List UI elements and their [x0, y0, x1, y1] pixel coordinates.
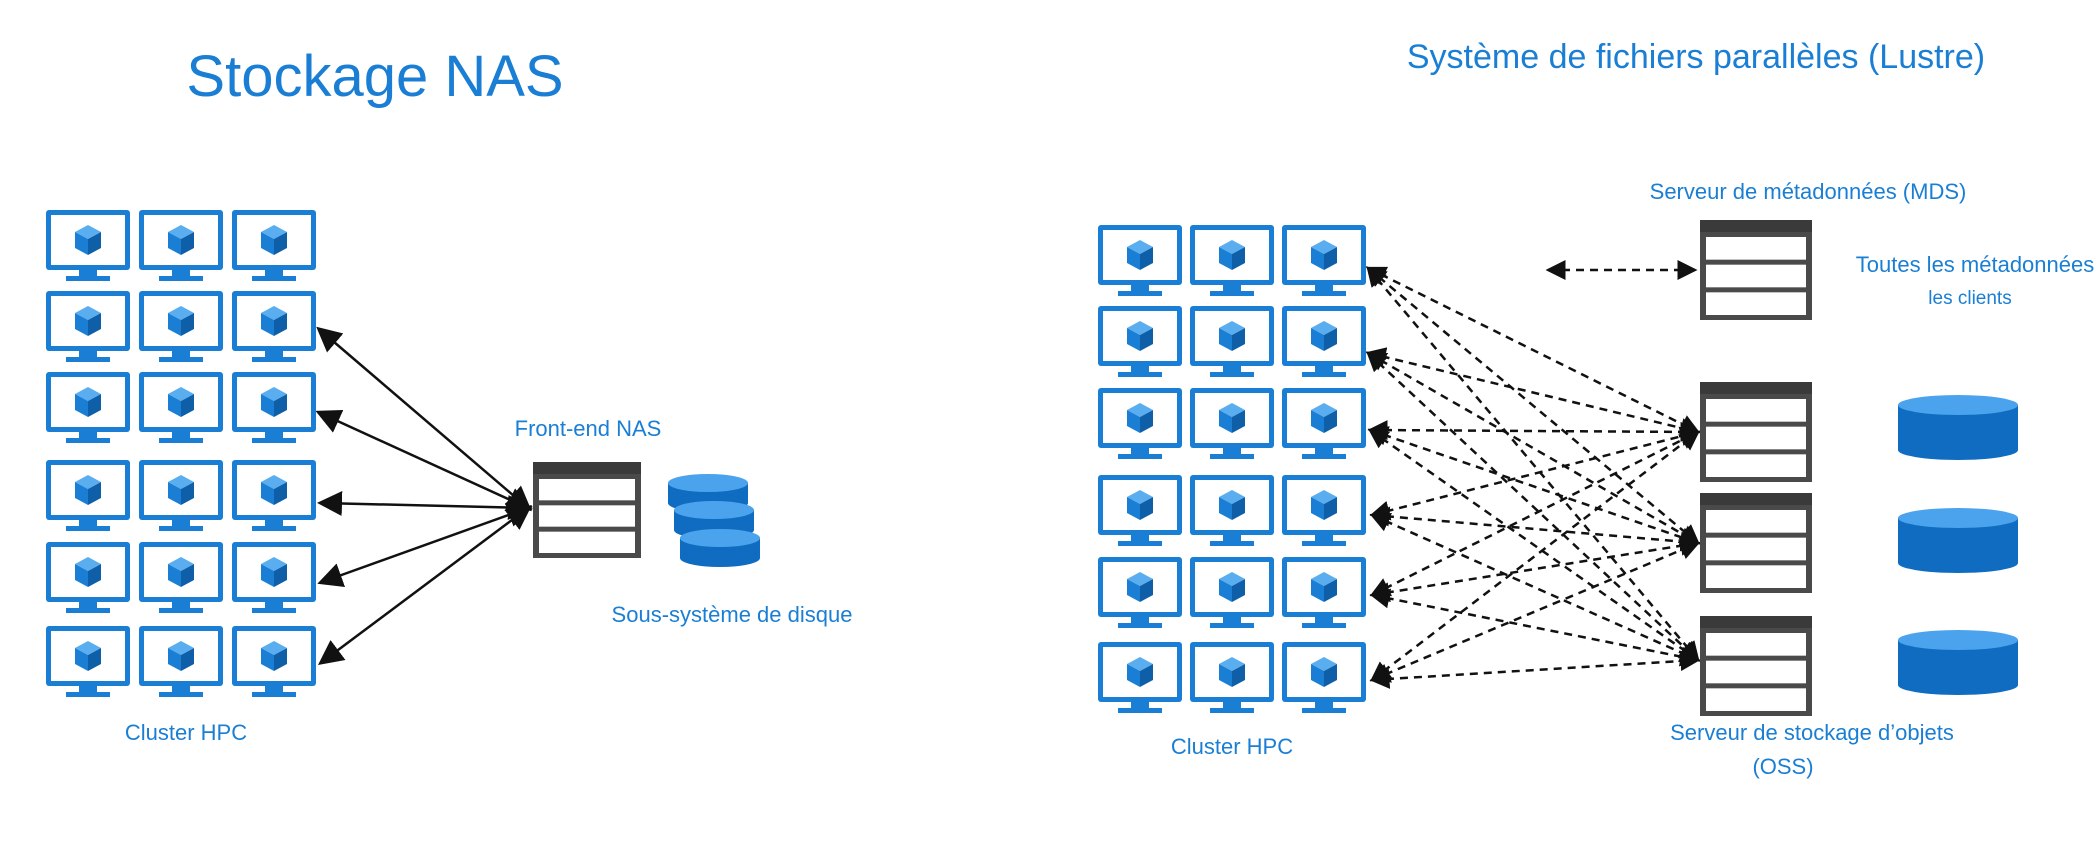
vm-monitor-icon: [1098, 557, 1182, 628]
disk-icon: [1898, 395, 2018, 460]
oss-connection-arrow: [1366, 351, 1700, 662]
vm-monitor-icon: [1190, 642, 1274, 713]
vm-monitor-icon: [232, 626, 316, 697]
vm-monitor-icon: [139, 460, 223, 531]
nas-cluster-label: Cluster HPC: [125, 720, 247, 745]
mds-note-line2: les clients: [1928, 288, 2011, 309]
vm-monitor-icon: [139, 542, 223, 613]
nas-frontend-server-icon: [533, 462, 641, 558]
oss-connection-arrow: [1365, 351, 1701, 545]
vm-monitor-icon: [1282, 642, 1366, 713]
vm-monitor-icon: [46, 372, 130, 443]
disk-icon: [680, 529, 760, 567]
vm-monitor-icon: [46, 542, 130, 613]
vm-monitor-icon: [1190, 225, 1274, 296]
lustre-cluster-label: Cluster HPC: [1171, 734, 1293, 759]
nas-frontend-label: Front-end NAS: [515, 416, 662, 441]
oss-server-icon: [1700, 493, 1812, 593]
vm-monitor-icon: [1282, 475, 1366, 546]
oss-label-line2: (OSS): [1752, 754, 1813, 779]
oss-connection-arrow: [1370, 430, 1700, 682]
oss-connection-arrow: [1365, 266, 1701, 434]
nas-connection-arrow: [317, 502, 533, 588]
nas-connection-arrow: [315, 409, 533, 512]
vm-monitor-icon: [46, 291, 130, 362]
oss-connection-arrow: [1366, 266, 1700, 545]
vm-monitor-icon: [232, 542, 316, 613]
vm-monitor-icon: [1282, 557, 1366, 628]
vm-monitor-icon: [139, 210, 223, 281]
vm-monitor-icon: [46, 460, 130, 531]
nas-connection-arrow: [317, 490, 533, 521]
mds-server-icon: [1700, 220, 1812, 320]
disk-icon: [1898, 508, 2018, 573]
vm-monitor-icon: [232, 460, 316, 531]
lustre-title: Système de fichiers parallèles (Lustre): [1407, 38, 1985, 76]
oss-connection-arrow: [1369, 540, 1701, 683]
vm-monitor-icon: [232, 291, 316, 362]
vm-monitor-icon: [1098, 642, 1182, 713]
vm-monitor-icon: [1098, 225, 1182, 296]
oss-server-icon: [1700, 382, 1812, 482]
disk-subsystem-label: Sous-système de disque: [612, 602, 853, 627]
mds-label: Serveur de métadonnées (MDS): [1650, 179, 1967, 204]
oss-connection-arrow: [1369, 588, 1701, 667]
vm-monitor-icon: [232, 210, 316, 281]
vm-monitor-icon: [1098, 388, 1182, 459]
vm-monitor-icon: [1098, 306, 1182, 377]
vm-monitor-icon: [1190, 557, 1274, 628]
vm-monitor-icon: [1190, 306, 1274, 377]
vm-monitor-icon: [46, 210, 130, 281]
mds-note-line1: Toutes les métadonnées: [1856, 252, 2095, 277]
oss-server-icon: [1700, 616, 1812, 716]
oss-connection-arrow: [1367, 420, 1701, 442]
oss-connection-arrow: [1369, 506, 1701, 552]
vm-monitor-icon: [1098, 475, 1182, 546]
nas-connection-arrow: [316, 326, 532, 512]
vm-monitor-icon: [46, 626, 130, 697]
nas-connection-arrow: [317, 505, 533, 665]
diagram-icons: [46, 210, 2018, 716]
vm-monitor-icon: [139, 291, 223, 362]
nas-title: Stockage NAS: [186, 44, 563, 109]
disk-icon: [1898, 630, 2018, 695]
vm-monitor-icon: [139, 626, 223, 697]
vm-monitor-icon: [232, 372, 316, 443]
vm-monitor-icon: [1190, 388, 1274, 459]
oss-label-line1: Serveur de stockage d’objets: [1670, 720, 1954, 745]
vm-monitor-icon: [1282, 225, 1366, 296]
connection-lines: [315, 260, 1701, 689]
oss-connection-arrow: [1369, 535, 1701, 603]
oss-connection-arrow: [1367, 426, 1701, 547]
oss-connection-arrow: [1369, 651, 1701, 689]
vm-monitor-icon: [139, 372, 223, 443]
vm-monitor-icon: [1282, 388, 1366, 459]
vm-monitor-icon: [1190, 475, 1274, 546]
vm-monitor-icon: [1282, 306, 1366, 377]
oss-connection-arrow: [1365, 347, 1701, 438]
